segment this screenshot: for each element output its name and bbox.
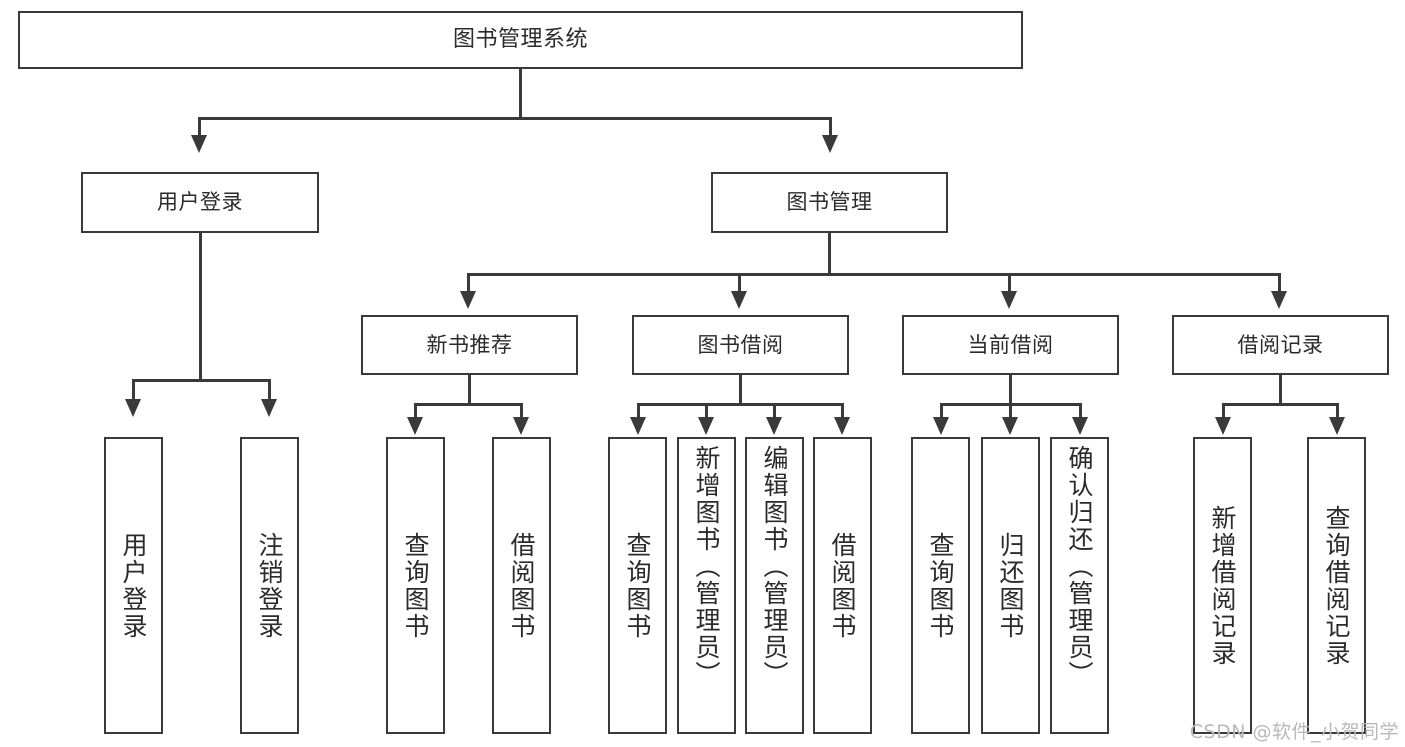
arrow-br-leaf-1 <box>1215 417 1231 435</box>
connector-bb-drop-1 <box>637 403 640 419</box>
arrow-bb-leaf-3 <box>766 417 782 435</box>
connector-new-book-stem <box>468 375 471 405</box>
arrow-nb-leaf-2 <box>513 417 529 435</box>
leaf-add-borrow-record[interactable]: 新增借阅记录 <box>1193 437 1252 734</box>
arrow-br-leaf-2 <box>1329 417 1345 435</box>
arrow-to-new-book <box>460 291 476 309</box>
connector-new-book-drop-2 <box>520 403 523 419</box>
arrow-cb-leaf-3 <box>1072 417 1088 435</box>
arrow-bb-leaf-2 <box>698 417 714 435</box>
connector-user-login-stem <box>199 233 202 381</box>
arrow-to-borrow-record <box>1271 291 1287 309</box>
arrow-to-current-borrow <box>1001 291 1017 309</box>
connector-root-stem <box>519 69 522 118</box>
connector-book-borrow-bus <box>637 403 843 406</box>
connector-borrow-record-bus <box>1222 403 1338 406</box>
connector-new-book-bus <box>414 403 522 406</box>
leaf-query-book-3[interactable]: 查询图书 <box>911 437 970 734</box>
arrow-bb-leaf-1 <box>630 417 646 435</box>
connector-level3-drop-4 <box>1278 273 1281 293</box>
leaf-edit-book-admin[interactable]: 编辑图书（管理员） <box>745 437 804 734</box>
leaf-query-borrow-record[interactable]: 查询借阅记录 <box>1307 437 1366 734</box>
leaf-query-book-2[interactable]: 查询图书 <box>608 437 667 734</box>
node-root-system[interactable]: 图书管理系统 <box>18 11 1023 69</box>
leaf-user-login[interactable]: 用户登录 <box>104 437 163 734</box>
leaf-logout[interactable]: 注销登录 <box>240 437 299 734</box>
node-new-book-recommend[interactable]: 新书推荐 <box>361 315 578 375</box>
connector-cb-drop-1 <box>940 403 943 419</box>
arrow-cb-leaf-2 <box>1002 417 1018 435</box>
connector-user-login-drop-2 <box>268 379 271 401</box>
connector-new-book-drop-1 <box>414 403 417 419</box>
connector-level3-drop-3 <box>1008 273 1011 293</box>
connector-cb-drop-2 <box>1009 403 1012 419</box>
connector-cb-drop-3 <box>1079 403 1082 419</box>
connector-current-borrow-stem <box>1009 375 1012 405</box>
arrow-to-leaf-user-login <box>125 399 141 417</box>
connector-user-login-drop-1 <box>132 379 135 401</box>
arrow-to-book-manage <box>822 135 838 153</box>
connector-borrow-record-stem <box>1279 375 1282 405</box>
connector-level3-drop-2 <box>738 273 741 293</box>
connector-level2-bus <box>198 117 831 120</box>
connector-br-drop-1 <box>1222 403 1225 419</box>
connector-level3-bus <box>467 273 1279 276</box>
arrow-to-leaf-logout <box>261 399 277 417</box>
leaf-confirm-return-admin[interactable]: 确认归还（管理员） <box>1050 437 1109 734</box>
connector-bb-drop-4 <box>841 403 844 419</box>
connector-br-drop-2 <box>1336 403 1339 419</box>
connector-book-manage-stem <box>828 233 831 275</box>
connector-bb-drop-2 <box>705 403 708 419</box>
leaf-return-book[interactable]: 归还图书 <box>981 437 1040 734</box>
arrow-nb-leaf-1 <box>407 417 423 435</box>
arrow-to-user-login <box>191 135 207 153</box>
node-book-borrow[interactable]: 图书借阅 <box>632 315 849 375</box>
leaf-borrow-book-2[interactable]: 借阅图书 <box>813 437 872 734</box>
arrow-to-book-borrow <box>731 291 747 309</box>
connector-level2-drop-2 <box>829 117 832 137</box>
node-book-manage[interactable]: 图书管理 <box>711 172 948 233</box>
leaf-query-book-1[interactable]: 查询图书 <box>386 437 445 734</box>
connector-book-borrow-stem <box>739 375 742 405</box>
node-borrow-record[interactable]: 借阅记录 <box>1172 315 1389 375</box>
leaf-add-book-admin[interactable]: 新增图书（管理员） <box>677 437 736 734</box>
connector-level2-drop-1 <box>198 117 201 137</box>
csdn-watermark: CSDN @软件_小贺同学 <box>1189 721 1399 743</box>
node-current-borrow[interactable]: 当前借阅 <box>902 315 1119 375</box>
connector-bb-drop-3 <box>773 403 776 419</box>
arrow-cb-leaf-1 <box>933 417 949 435</box>
leaf-borrow-book-1[interactable]: 借阅图书 <box>492 437 551 734</box>
arrow-bb-leaf-4 <box>834 417 850 435</box>
connector-user-login-bus <box>132 379 270 382</box>
node-user-login[interactable]: 用户登录 <box>81 172 319 233</box>
connector-level3-drop-1 <box>467 273 470 293</box>
